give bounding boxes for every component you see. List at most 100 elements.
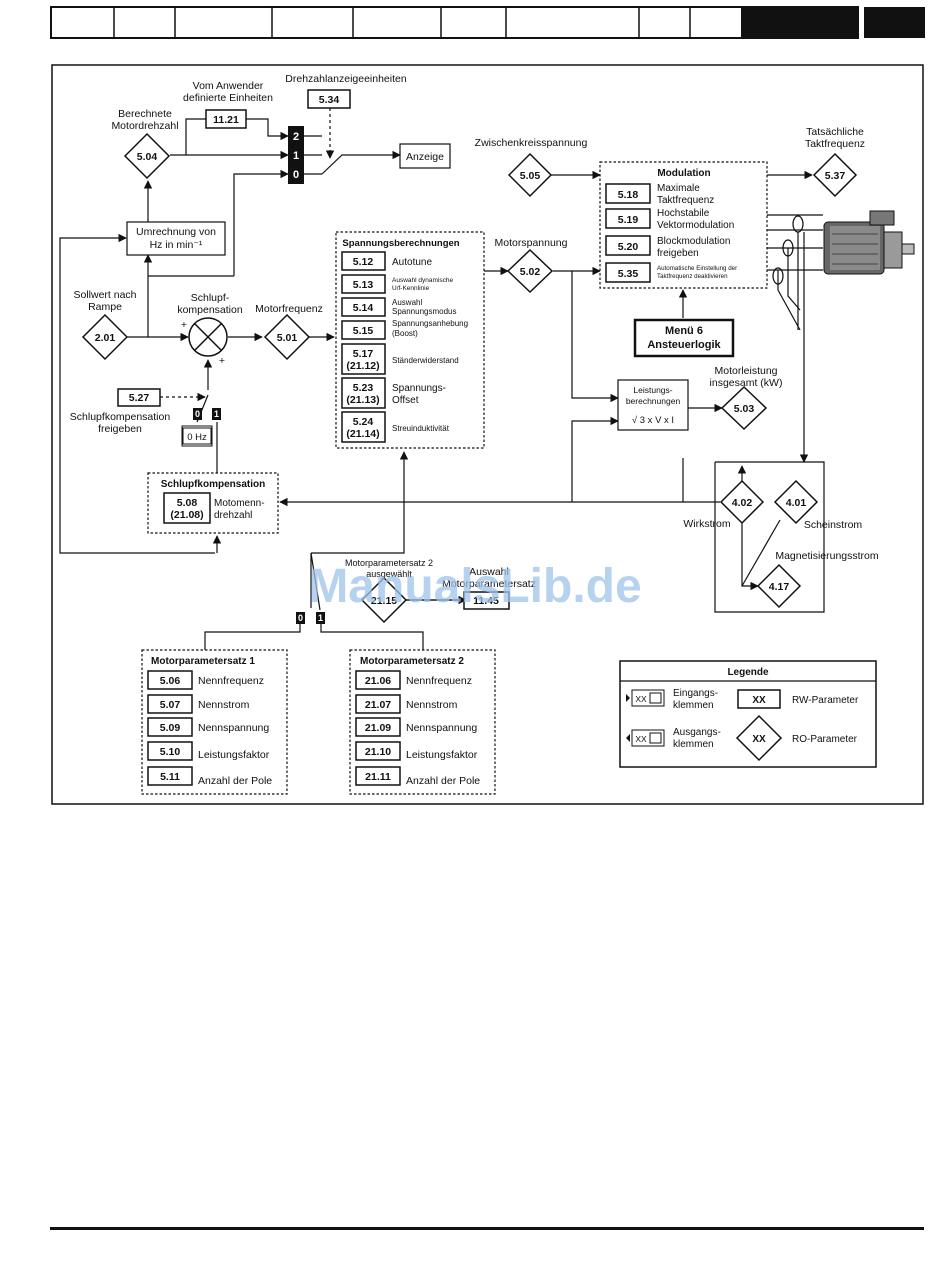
legend-eingang-1: Eingangs- — [673, 688, 718, 699]
param-21-09: 21.09 — [365, 722, 391, 734]
menu6-box: Menü 6 Ansteuerlogik — [633, 318, 735, 358]
param-5-07: 5.07 — [160, 699, 181, 711]
label-mps2-1: Motorparametersatz 2 — [345, 558, 433, 568]
svg-text:5.03: 5.03 — [734, 403, 755, 415]
ro-parameter-icon: XX — [735, 714, 783, 762]
legend-ausgang-2: klemmen — [673, 739, 714, 750]
current-sensor-icons — [772, 215, 804, 285]
label-sollwert-2: Rampe — [88, 301, 122, 313]
param-5-34: 5.34 — [319, 94, 340, 106]
svg-text:2.01: 2.01 — [95, 332, 116, 344]
modulation-item-5-19-1: Hochstabile — [657, 208, 710, 219]
mps2-title: Motorparametersatz 2 — [360, 656, 464, 667]
svg-text:XX: XX — [635, 734, 647, 744]
switch-pos-0: 0 — [293, 169, 299, 181]
labels: Vom Anwender definierte Einheiten Drehza… — [70, 73, 879, 590]
input-terminal-icon: XX — [626, 689, 665, 707]
label-vom-anwender-1: Vom Anwender — [193, 80, 264, 92]
param-5-08: 5.08 — [177, 497, 198, 509]
switch-pos-2: 2 — [293, 131, 299, 143]
legend-eingang-2: klemmen — [673, 700, 714, 711]
schlupf-text-1: Motomenn- — [214, 498, 265, 509]
svg-text:XX: XX — [752, 734, 766, 745]
param-5-20: 5.20 — [618, 241, 639, 253]
summing-junction-icon — [188, 317, 228, 357]
motorparametersatz-1: Motorparametersatz 1 5.06 Nennfrequenz 5… — [141, 649, 288, 795]
legend-title: Legende — [727, 667, 769, 678]
legend-ro: RO-Parameter — [792, 734, 858, 745]
param-5-17: 5.17 — [353, 348, 374, 360]
label-motorleistung-2: insgesamt (kW) — [710, 377, 783, 389]
power-formula: √ 3 x V x I — [632, 415, 674, 426]
schlupfkompensation-group: Schlupfkompensation 5.08 (21.08) Motomen… — [147, 472, 279, 534]
param-21-14: (21.14) — [346, 428, 379, 440]
spannungs-item-5-15-1: Spannungsanhebung — [392, 319, 468, 328]
param-21-10: 21.10 — [365, 746, 391, 758]
svg-text:5.05: 5.05 — [520, 170, 541, 182]
modulation-item-5-18-2: Taktfrequenz — [657, 195, 714, 206]
output-selector-switch: 2 1 0 — [288, 126, 304, 184]
label-auswahl-2: Motorparametersatz — [442, 578, 536, 590]
mps2-item-3: Nennspannung — [406, 722, 477, 734]
svg-text:4.17: 4.17 — [769, 581, 790, 593]
label-drehzahlanzeigeeinheiten: Drehzahlanzeigeeinheiten — [285, 73, 407, 85]
param-5-11: 5.11 — [160, 771, 180, 783]
switch-pos-1: 1 — [293, 150, 299, 162]
param-5-35: 5.35 — [618, 268, 639, 280]
motorparametersatz-2: Motorparametersatz 2 21.06 Nennfrequenz … — [349, 649, 496, 795]
mps1-item-4: Leistungsfaktor — [198, 749, 270, 761]
mps2-item-5: Anzahl der Pole — [406, 775, 480, 787]
label-auswahl-1: Auswahl — [469, 566, 509, 578]
svg-text:XX: XX — [752, 695, 766, 706]
modulation-item-5-18-1: Maximale — [657, 183, 700, 194]
param-5-27: 5.27 — [129, 392, 150, 404]
mps1-item-2: Nennstrom — [198, 699, 250, 711]
umrechnung-1: Umrechnung von — [136, 226, 216, 238]
param-21-12: (21.12) — [346, 360, 379, 372]
param-21-11: 21.11 — [365, 771, 391, 783]
spannungs-group: Spannungsberechnungen 5.12 Autotune 5.13… — [335, 231, 485, 449]
motor-icon — [823, 210, 915, 275]
mps1-item-1: Nennfrequenz — [198, 675, 264, 687]
param-5-09: 5.09 — [160, 722, 181, 734]
param-5-19: 5.19 — [618, 214, 639, 226]
watermark: ManualsLib.de — [308, 560, 641, 613]
schlupf-text-2: drehzahl — [214, 510, 252, 521]
label-zwischenkreis: Zwischenkreisspannung — [475, 137, 588, 149]
modulation-item-5-35-2: Taktfrequenz deaktivieren — [657, 273, 728, 280]
param-11-45: 11.45 — [473, 595, 499, 607]
plain-boxes: Anzeige Umrechnung von Hz in min⁻¹ 0 Hz … — [126, 143, 689, 445]
param-11-21: 11.21 — [213, 114, 239, 126]
mps1-item-5: Anzahl der Pole — [198, 775, 272, 787]
mps2-item-2: Nennstrom — [406, 699, 458, 711]
diamond-4-17: 4.17 — [756, 563, 802, 609]
label-tatsaechliche-1: Tatsächliche — [806, 126, 864, 138]
schlupf-title: Schlupfkompensation — [161, 479, 265, 490]
leistung-2: berechnungen — [626, 396, 681, 406]
param-5-13: 5.13 — [353, 279, 374, 291]
mps1-title: Motorparametersatz 1 — [151, 656, 255, 667]
diamond-21-15: 21.15 — [360, 576, 408, 624]
label-scheinstrom: Scheinstrom — [804, 519, 863, 531]
ro-parameters: 5.04 5.05 5.37 2.01 5.01 5.02 5.03 4.02 … — [81, 132, 858, 624]
slip-switch-0: 0 — [195, 409, 200, 419]
param-5-15: 5.15 — [353, 325, 374, 337]
diagram-frame — [51, 64, 924, 805]
modulation-title: Modulation — [657, 168, 710, 179]
svg-text:5.04: 5.04 — [137, 151, 158, 163]
label-wirkstrom: Wirkstrom — [683, 518, 730, 530]
svg-text:XX: XX — [635, 694, 647, 704]
label-schlupf-2: kompensation — [177, 304, 243, 316]
spannungs-item-5-23-1: Spannungs- — [392, 383, 446, 394]
diamond-2-01: 2.01 — [81, 313, 129, 361]
svg-text:5.37: 5.37 — [825, 170, 846, 182]
mps-switch-0: 0 — [298, 613, 303, 623]
modulation-item-5-20-1: Blockmodulation — [657, 236, 730, 247]
diamond-5-05: 5.05 — [507, 152, 553, 198]
label-berechnete-2: Motordrehzahl — [111, 120, 178, 132]
modulation-item-5-35-1: Automatische Einstellung der — [657, 265, 737, 272]
label-motorleistung-1: Motorleistung — [714, 365, 777, 377]
modulation-item-5-19-2: Vektormodulation — [657, 220, 734, 231]
modulation-item-5-20-2: freigeben — [657, 248, 699, 259]
menu6-line2: Ansteuerlogik — [647, 339, 721, 351]
